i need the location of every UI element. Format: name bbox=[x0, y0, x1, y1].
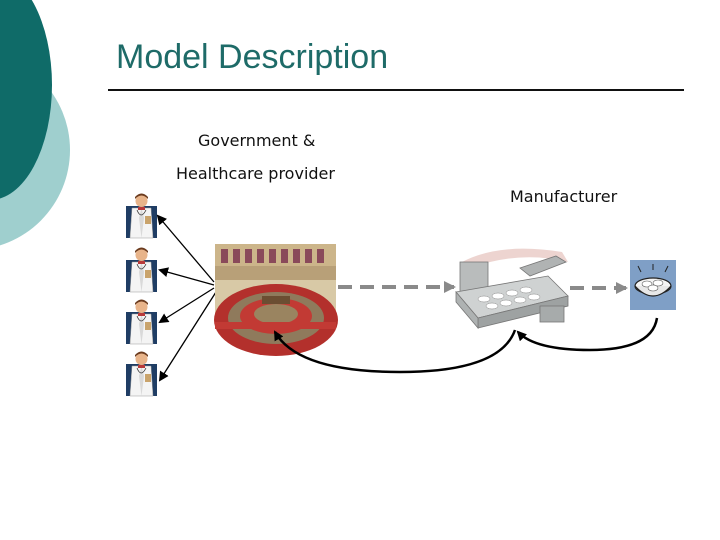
corner-decoration bbox=[0, 0, 70, 246]
doctor-icon bbox=[124, 245, 159, 293]
government-label-line1: Government & bbox=[198, 131, 316, 150]
parliament-icon bbox=[214, 244, 338, 356]
pills-bowl-icon bbox=[630, 260, 676, 310]
feedback-arc-product-to-manufacturer bbox=[516, 317, 659, 352]
government-label-line2: Healthcare provider bbox=[176, 164, 335, 183]
doctor-icon bbox=[124, 349, 159, 397]
manufacturer-label: Manufacturer bbox=[510, 187, 618, 206]
feedback-arc-manufacturer-to-government bbox=[273, 329, 517, 374]
factory-icon bbox=[455, 248, 569, 330]
government-to-doctor-arrows bbox=[156, 214, 217, 382]
slide-title: Model Description bbox=[116, 38, 389, 76]
corner-dark-circle bbox=[0, 0, 52, 199]
title-underline bbox=[108, 89, 684, 91]
doctor-icon bbox=[124, 191, 159, 239]
doctor-icon bbox=[124, 297, 159, 345]
